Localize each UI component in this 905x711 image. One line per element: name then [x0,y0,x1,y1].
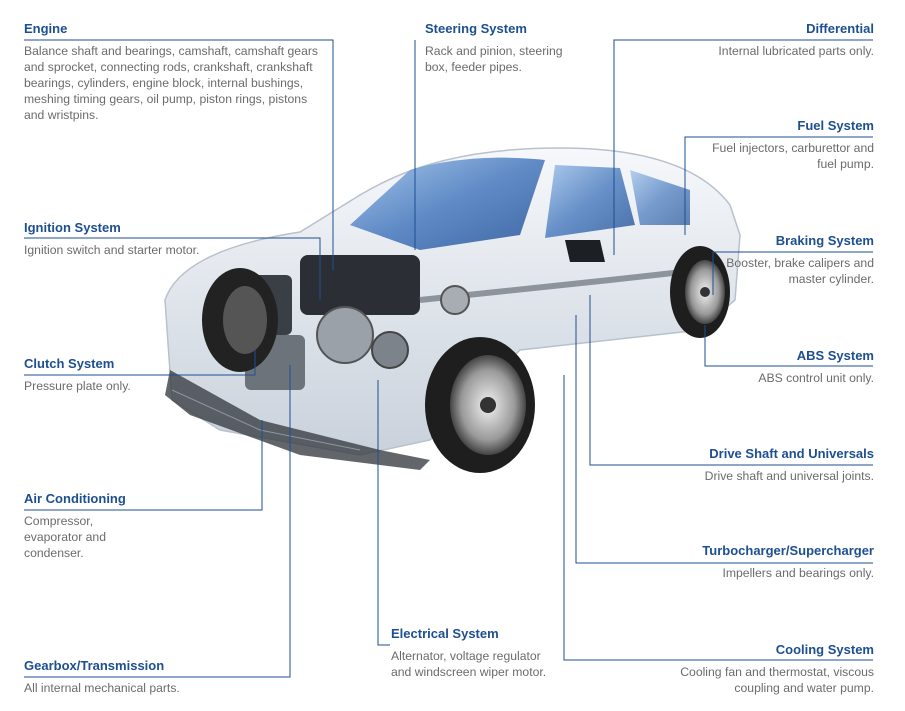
gearbox-callout: Gearbox/Transmission All internal mechan… [24,658,254,696]
air-conditioning-leader [24,420,263,511]
gearbox-leader [24,365,291,678]
abs-description: ABS control unit only. [758,371,874,385]
abs-leader [704,325,873,367]
ignition-title: Ignition System [24,220,121,235]
drive-shaft-callout: Drive Shaft and Universals Drive shaft a… [654,446,874,484]
fuel-leader [684,136,873,235]
drive-shaft-title: Drive Shaft and Universals [709,446,874,461]
braking-description: Booster, brake calipers and master cylin… [726,256,874,286]
differential-leader [613,39,873,255]
ignition-callout: Ignition System Ignition switch and star… [24,220,264,258]
turbo-description: Impellers and bearings only. [722,566,874,580]
electrical-description: Alternator, voltage regulator and windsc… [391,649,547,679]
fuel-description: Fuel injectors, carburettor and fuel pum… [712,141,874,171]
fuel-callout: Fuel System Fuel injectors, carburettor … [694,118,874,172]
ignition-description: Ignition switch and starter motor. [24,243,200,257]
leader-lines [24,39,873,678]
abs-callout: ABS System ABS control unit only. [714,348,874,386]
braking-leader [712,251,873,295]
cooling-callout: Cooling System Cooling fan and thermosta… [634,642,874,696]
air-conditioning-description: Compressor, evaporator and condenser. [24,514,106,560]
engine-block [222,255,701,390]
side-mirror [565,240,605,262]
braking-title: Braking System [775,233,874,248]
air-conditioning-callout: Air Conditioning Compressor, evaporator … [24,491,134,561]
steering-title: Steering System [425,21,527,36]
front-right-wheel [425,337,535,473]
turbo-callout: Turbocharger/Supercharger Impellers and … [654,543,874,581]
air-conditioning-title: Air Conditioning [24,491,126,506]
fuel-title: Fuel System [797,118,874,133]
differential-callout: Differential Internal lubricated parts o… [654,21,874,59]
clutch-leader [24,350,256,376]
cooling-description: Cooling fan and thermostat, viscous coup… [680,665,874,695]
car-windows [350,157,690,250]
steering-callout: Steering System Rack and pinion, steerin… [425,21,585,75]
electrical-callout: Electrical System Alternator, voltage re… [391,626,551,680]
front-left-wheel [202,268,278,372]
steering-description: Rack and pinion, steering box, feeder pi… [425,44,563,74]
electrical-title: Electrical System [391,626,499,641]
engine-leader [24,39,334,270]
differential-description: Internal lubricated parts only. [718,44,874,58]
engine-description: Balance shaft and bearings, camshaft, ca… [24,44,319,122]
drive-shaft-leader [589,295,873,466]
engine-callout: Engine Balance shaft and bearings, camsh… [24,21,324,123]
braking-callout: Braking System Booster, brake calipers a… [714,233,874,287]
abs-title: ABS System [796,348,874,363]
cooling-title: Cooling System [775,642,874,657]
turbo-leader [575,315,873,564]
gearbox-title: Gearbox/Transmission [24,658,165,673]
engine-title: Engine [24,21,68,36]
drive-shaft-description: Drive shaft and universal joints. [704,469,874,483]
clutch-description: Pressure plate only. [24,379,131,393]
differential-title: Differential [806,21,874,36]
rear-right-wheel [670,246,730,338]
electrical-leader [377,380,390,646]
gearbox-description: All internal mechanical parts. [24,681,180,695]
clutch-title: Clutch System [24,356,115,371]
clutch-callout: Clutch System Pressure plate only. [24,356,224,394]
ignition-leader [24,237,321,300]
cooling-leader [563,375,873,661]
turbo-title: Turbocharger/Supercharger [702,543,874,558]
